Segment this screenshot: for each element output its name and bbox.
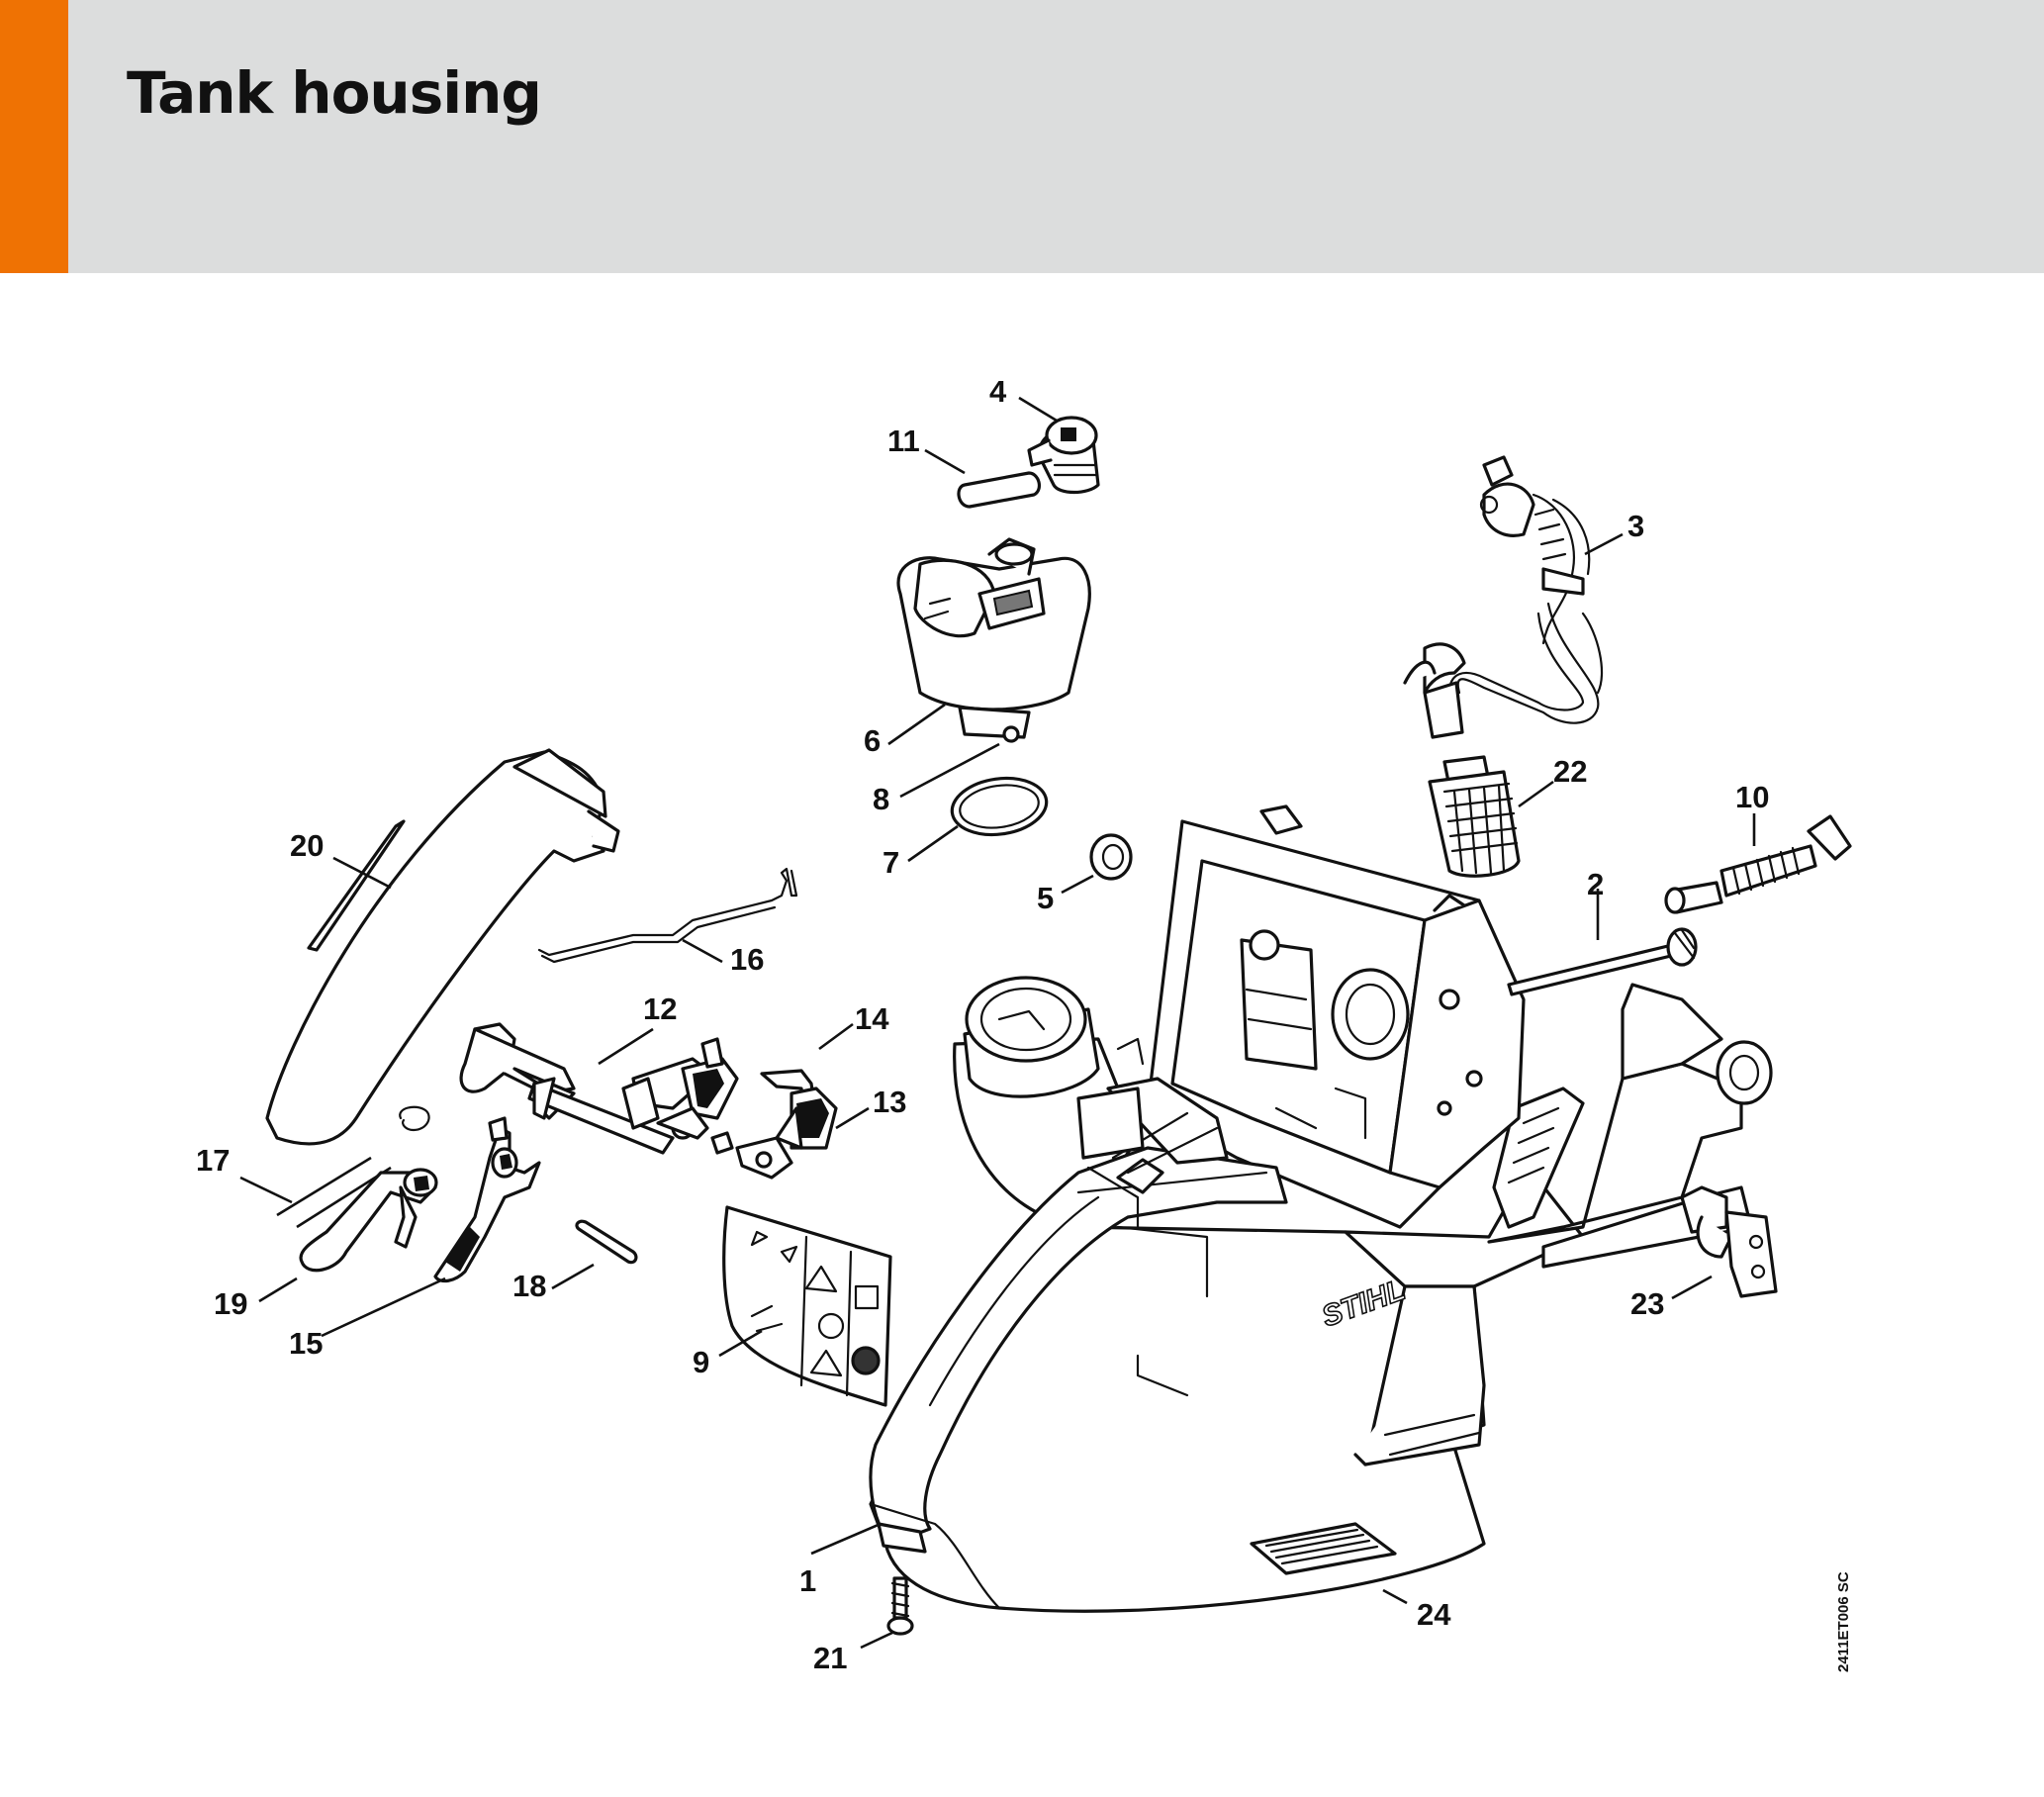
part-hose — [957, 471, 1042, 509]
header-band — [0, 0, 2044, 273]
drawing-code: 2411ET006 SC — [1835, 1571, 1852, 1672]
header-accent-bar — [0, 0, 68, 273]
callout-7: 7 — [883, 845, 899, 880]
callout-3: 3 — [1627, 509, 1644, 543]
callout-17: 17 — [196, 1143, 230, 1178]
callout-4: 4 — [989, 374, 1007, 409]
page-title: Tank housing — [127, 59, 542, 127]
callout-15: 15 — [289, 1326, 323, 1361]
callout-16: 16 — [730, 942, 764, 977]
callout-13: 13 — [873, 1085, 906, 1119]
part-warning-label — [722, 1205, 892, 1407]
part-valve-cover — [1680, 1185, 1778, 1298]
callout-18: 18 — [512, 1269, 546, 1303]
part-bolt — [1507, 927, 1698, 996]
callout-1: 1 — [799, 1563, 816, 1598]
part-pin — [575, 1219, 638, 1265]
callout-22: 22 — [1553, 754, 1587, 789]
part-elbow-connector — [1027, 416, 1100, 495]
part-lever — [433, 1116, 541, 1283]
part-fuel-filter — [1428, 755, 1521, 878]
callout-8: 8 — [873, 782, 889, 816]
part-tank-housing: STIHL — [869, 804, 1773, 1613]
part-spring-hose — [1664, 814, 1852, 914]
part-grommet — [1089, 833, 1133, 881]
part-tank-cap — [896, 537, 1091, 743]
callout-11: 11 — [887, 424, 920, 458]
callout-23: 23 — [1630, 1286, 1664, 1321]
part-interlock-lever — [735, 1087, 838, 1180]
callout-6: 6 — [864, 723, 881, 758]
part-handle-molding — [265, 748, 620, 1146]
callout-19: 19 — [214, 1286, 247, 1321]
part-wire — [537, 867, 798, 964]
part-screw — [886, 1576, 914, 1636]
callout-12: 12 — [643, 992, 677, 1026]
part-o-ring — [950, 776, 1049, 837]
callout-24: 24 — [1417, 1597, 1451, 1632]
callout-21: 21 — [813, 1641, 847, 1675]
part-trigger-interlock — [299, 1168, 438, 1273]
part-rating-plate — [1250, 1522, 1397, 1575]
part-fuel-hose — [1403, 455, 1604, 739]
callout-numbers: 1 2 3 4 5 6 7 8 9 10 11 12 13 14 15 16 1… — [196, 374, 1769, 1675]
leader-lines — [239, 396, 1756, 1650]
callout-2: 2 — [1587, 867, 1604, 901]
callout-20: 20 — [290, 828, 324, 863]
callout-14: 14 — [855, 1001, 889, 1036]
callout-9: 9 — [693, 1345, 709, 1379]
callout-5: 5 — [1037, 881, 1054, 915]
callout-10: 10 — [1735, 780, 1769, 814]
part-throttle-trigger — [459, 1022, 739, 1155]
